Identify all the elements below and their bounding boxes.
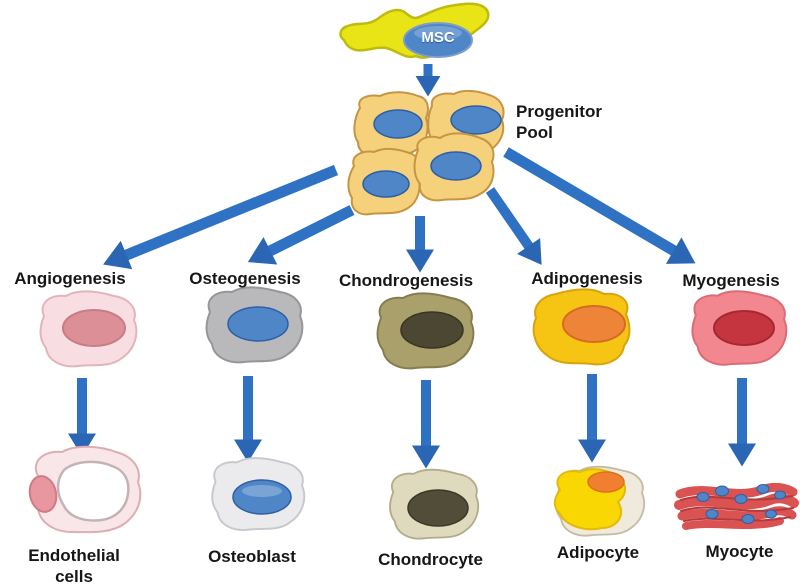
osteoblast-label: Osteoblast [208, 547, 296, 566]
adipocyte-label: Adipocyte [556, 543, 640, 562]
arrow-pool-to-myogenesis [503, 147, 696, 264]
osteogenesis-cell [205, 286, 304, 364]
adipocyte-cell-graphic [553, 465, 646, 537]
msc-cell [339, 2, 490, 59]
angiogenesis-nucleus [62, 309, 126, 347]
myocyte-fiber-shadow-2 [680, 506, 794, 512]
progenitor-pool [347, 89, 505, 216]
adipocyte-nucleus [587, 471, 625, 493]
myocyte-cell-graphic [674, 482, 799, 530]
myocyte-fiber-shadow-3 [683, 516, 791, 522]
osteogenesis-nucleus [227, 306, 289, 342]
chondrogenesis-label: Chondrogenesis [338, 271, 474, 290]
osteoblast-nucleus-highlight [242, 485, 282, 497]
myogenesis-nucleus [713, 310, 775, 346]
pool-nucleus-4 [430, 151, 482, 181]
osteogenesis-label: Osteogenesis [189, 269, 301, 288]
chondrogenesis-nucleus [400, 311, 464, 349]
pool-nucleus-1 [373, 109, 423, 139]
chondrocyte-nucleus [407, 489, 469, 527]
endothelial-cell-graphic [28, 445, 142, 534]
endothelial-lumen [56, 460, 130, 522]
myocyte-label: Myocyte [705, 542, 774, 561]
chondrocyte-label: Chondrocyte [378, 550, 483, 569]
pool-nucleus-3 [362, 170, 410, 198]
arrow-pool-to-osteogenesis [247, 205, 355, 265]
endothelial-cells-label: Endothelial cells [28, 546, 120, 586]
msc-nucleus [403, 22, 473, 58]
chondrogenesis-cell [376, 292, 475, 370]
msc-nucleus-highlight [414, 26, 462, 40]
pool-nucleus-2 [450, 105, 502, 135]
myocyte-fiber-4 [682, 517, 784, 530]
angiogenesis-label: Angiogenesis [14, 269, 126, 288]
endothelial-nucleus [28, 475, 58, 513]
progenitor-pool-label: Progenitor Pool [516, 102, 602, 142]
adipogenesis-label: Adipogenesis [531, 269, 643, 288]
arrow-pool-to-adipogenesis [485, 187, 542, 265]
osteoblast-cell-graphic [211, 457, 306, 531]
myocyte-nuclei [696, 484, 786, 524]
adipogenesis-nucleus [562, 305, 626, 343]
chondrocyte-cell-graphic [389, 468, 480, 540]
arrow-pool-to-angiogenesis [103, 164, 339, 270]
myogenesis-label: Myogenesis [682, 271, 780, 290]
msc-label: MSC [421, 29, 455, 46]
osteoblast-nucleus [232, 479, 292, 515]
angiogenesis-cell [39, 290, 138, 368]
myogenesis-cell [691, 290, 788, 366]
adipogenesis-cell [532, 288, 631, 366]
